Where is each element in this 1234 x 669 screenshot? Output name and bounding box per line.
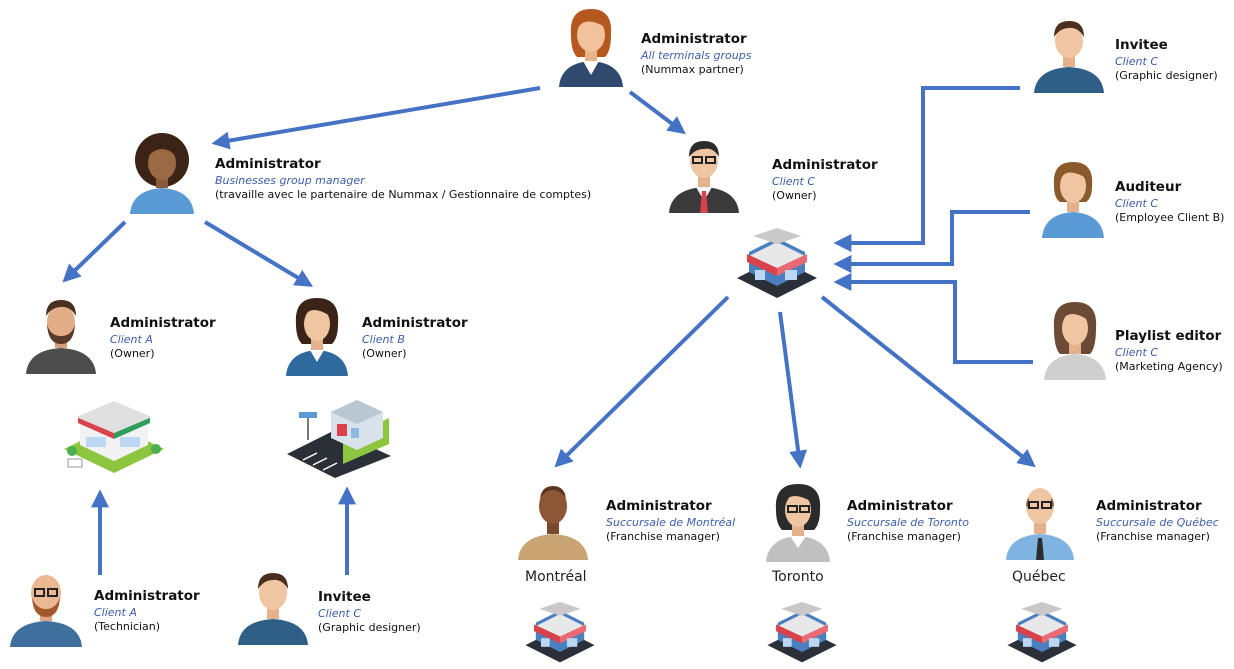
- woman-owner-avatar: [286, 298, 348, 376]
- clientc-owner-group: Client C: [772, 174, 816, 188]
- biz-manager-role: Administrator: [215, 156, 321, 172]
- clienta-tech-role: Administrator: [94, 588, 200, 604]
- quebec-group: Succursale de Québec: [1096, 515, 1219, 529]
- clientc-owner-role: Administrator: [772, 157, 878, 173]
- arrow-top-to-clientc: [628, 90, 686, 135]
- woman-admin-avatar: [559, 9, 623, 87]
- arrow-playlist-to-hub: [833, 273, 1033, 364]
- store-icon-toronto: [767, 601, 837, 663]
- clienta-tech-group: Client A: [94, 605, 137, 619]
- convenience-store-icon: [64, 401, 164, 473]
- bald-tie-man-avatar: [1006, 488, 1074, 560]
- arrow-invitee-to-hub: [833, 86, 1020, 252]
- playlist-group: Client C: [1115, 345, 1159, 359]
- biz-manager-desc: (travaille avec le partenaire de Nummax …: [215, 187, 592, 201]
- arrow-hub-to-quebec: [820, 295, 1036, 468]
- bald-glasses-man-avatar: [10, 575, 82, 647]
- arrow-biz-to-clientb: [203, 220, 314, 287]
- invitee-right-group: Client C: [1115, 54, 1159, 68]
- store-icon-hub: [737, 228, 817, 298]
- auditeur-group: Client C: [1115, 196, 1159, 210]
- clientb-owner-desc: (Owner): [362, 346, 407, 360]
- dark-skin-man-avatar: [518, 486, 588, 560]
- arrow-biz-to-clienta: [62, 220, 127, 283]
- quebec-desc: (Franchise manager): [1096, 529, 1210, 543]
- top-admin-role: Administrator: [641, 31, 747, 47]
- store-icon-montreal: [525, 601, 595, 663]
- bearded-man-avatar: [26, 300, 96, 374]
- arrow-hub-to-toronto: [778, 311, 808, 469]
- arrow-hub-to-montreal: [554, 295, 730, 468]
- clientb-owner-role: Administrator: [362, 315, 468, 331]
- arrow-auditeur-to-hub: [833, 210, 1030, 273]
- clienta-tech-desc: (Technician): [94, 619, 161, 633]
- building-parking-icon: [287, 400, 391, 478]
- auditeur-role: Auditeur: [1115, 179, 1182, 195]
- clienta-owner-role: Administrator: [110, 315, 216, 331]
- man-invitee-avatar: [1034, 21, 1104, 93]
- city-label-montreal: Montréal: [525, 569, 587, 585]
- woman-auditeur-avatar: [1042, 162, 1104, 238]
- playlist-desc: (Marketing Agency): [1115, 359, 1223, 373]
- toronto-desc: (Franchise manager): [847, 529, 961, 543]
- playlist-role: Playlist editor: [1115, 328, 1222, 344]
- quebec-role: Administrator: [1096, 498, 1202, 514]
- clientc-owner-desc: (Owner): [772, 188, 817, 202]
- invitee-bottom-desc: (Graphic designer): [318, 620, 421, 634]
- invitee-right-role: Invitee: [1115, 37, 1168, 53]
- toronto-group: Succursale de Toronto: [847, 515, 969, 529]
- montreal-group: Succursale de Montréal: [606, 515, 736, 529]
- invitee-bottom-group: Client C: [318, 606, 362, 620]
- auditeur-desc: (Employee Client B): [1115, 210, 1225, 224]
- invitee-bottom-role: Invitee: [318, 589, 371, 605]
- arrow-top-to-biz: [211, 86, 541, 150]
- city-label-quebec: Québec: [1012, 569, 1066, 585]
- top-admin-group: All terminals groups: [641, 48, 752, 62]
- woman-glasses-avatar: [766, 484, 830, 562]
- city-label-toronto: Toronto: [772, 569, 824, 585]
- man-suit-avatar: [669, 141, 739, 213]
- man-invitee-avatar: [238, 573, 308, 645]
- clienta-owner-group: Client A: [110, 332, 153, 346]
- invitee-right-desc: (Graphic designer): [1115, 68, 1218, 82]
- store-icon-quebec: [1007, 601, 1077, 663]
- montreal-desc: (Franchise manager): [606, 529, 720, 543]
- clientb-owner-group: Client B: [362, 332, 405, 346]
- biz-manager-group: Businesses group manager: [215, 173, 365, 187]
- top-admin-desc: (Nummax partner): [641, 62, 744, 76]
- woman-manager-avatar: [130, 133, 194, 214]
- clienta-owner-desc: (Owner): [110, 346, 155, 360]
- montreal-role: Administrator: [606, 498, 712, 514]
- woman-playlist-editor-avatar: [1044, 302, 1106, 380]
- toronto-role: Administrator: [847, 498, 953, 514]
